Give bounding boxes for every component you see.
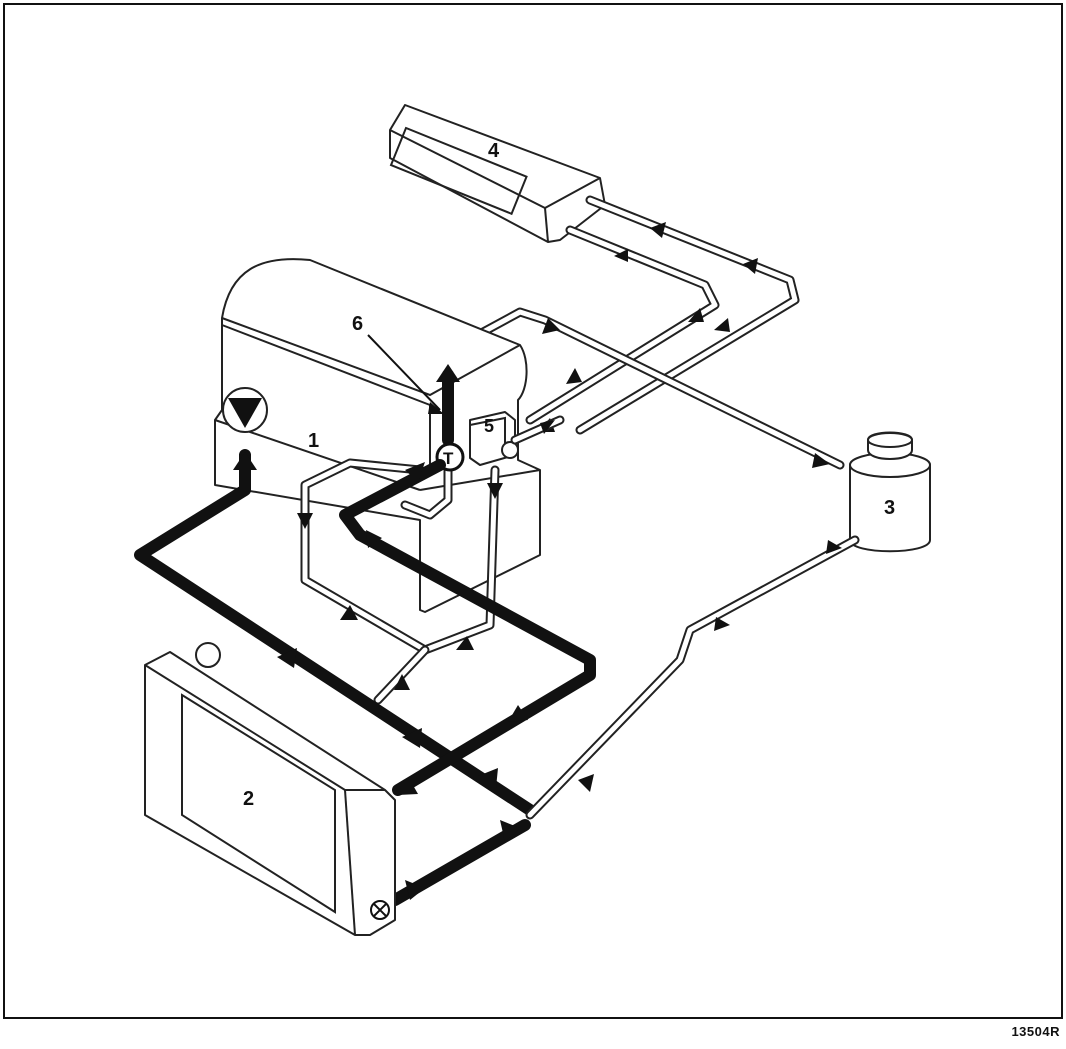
- flow-arrow: [405, 462, 425, 482]
- flow-arrow: [826, 540, 842, 554]
- flow-arrow: [714, 318, 730, 332]
- flow-arrow: [340, 605, 358, 620]
- expansion-bottle: 3: [849, 431, 931, 553]
- radiator-label: 2: [243, 788, 254, 810]
- flow-arrow: [578, 774, 594, 792]
- flow-arrow: [398, 780, 418, 795]
- housing-label: 5: [484, 416, 494, 436]
- flow-arrow: [540, 420, 555, 434]
- leader-arrow: [428, 402, 444, 414]
- flow-arrow: [500, 820, 520, 842]
- heater-label: 4: [488, 140, 500, 162]
- flow-arrow: [542, 318, 560, 334]
- flow-arrow: [456, 636, 474, 650]
- flow-arrow: [688, 308, 704, 322]
- flow-arrow: [394, 674, 410, 690]
- flow-arrow: [297, 513, 313, 529]
- flow-arrow: [487, 483, 503, 499]
- figure-reference: 13504R: [1011, 1024, 1060, 1039]
- flow-arrow: [566, 368, 582, 384]
- flow-arrow: [402, 728, 422, 748]
- diagram-frame: [3, 3, 1063, 1019]
- engine-block: 1: [214, 258, 541, 613]
- outlet-housing: 5: [469, 411, 519, 466]
- flow-arrow: [277, 648, 297, 668]
- thermostat-leader-line: [367, 334, 441, 411]
- flow-arrow: [478, 768, 498, 788]
- engine-label: 1: [308, 430, 319, 452]
- flow-arrow: [714, 617, 730, 631]
- main-hoses: [134, 449, 596, 906]
- flow-arrow: [812, 453, 830, 468]
- expansion-bottle-label: 3: [884, 497, 895, 519]
- bypass-hoses: [297, 458, 503, 705]
- thermostat-hose: 6: [352, 313, 460, 520]
- bottle-return-hose: [525, 535, 860, 820]
- thermostat-symbol-label: T: [443, 449, 454, 468]
- flow-arrow: [436, 364, 460, 382]
- flow-arrow: [743, 258, 758, 274]
- heater-hoses: [525, 195, 800, 435]
- flow-arrow: [366, 530, 382, 548]
- water-pump: [222, 387, 268, 433]
- flow-arrow: [650, 222, 666, 238]
- housing-pipe: [510, 415, 565, 445]
- radiator: 2: [144, 642, 396, 936]
- flow-arrow: [614, 249, 628, 262]
- flow-arrow: [508, 705, 528, 722]
- flow-arrow: [405, 880, 425, 900]
- flow-arrow: [233, 452, 257, 470]
- heater-unit: 4: [389, 104, 606, 243]
- thermostat-pointer-label: 6: [352, 313, 363, 335]
